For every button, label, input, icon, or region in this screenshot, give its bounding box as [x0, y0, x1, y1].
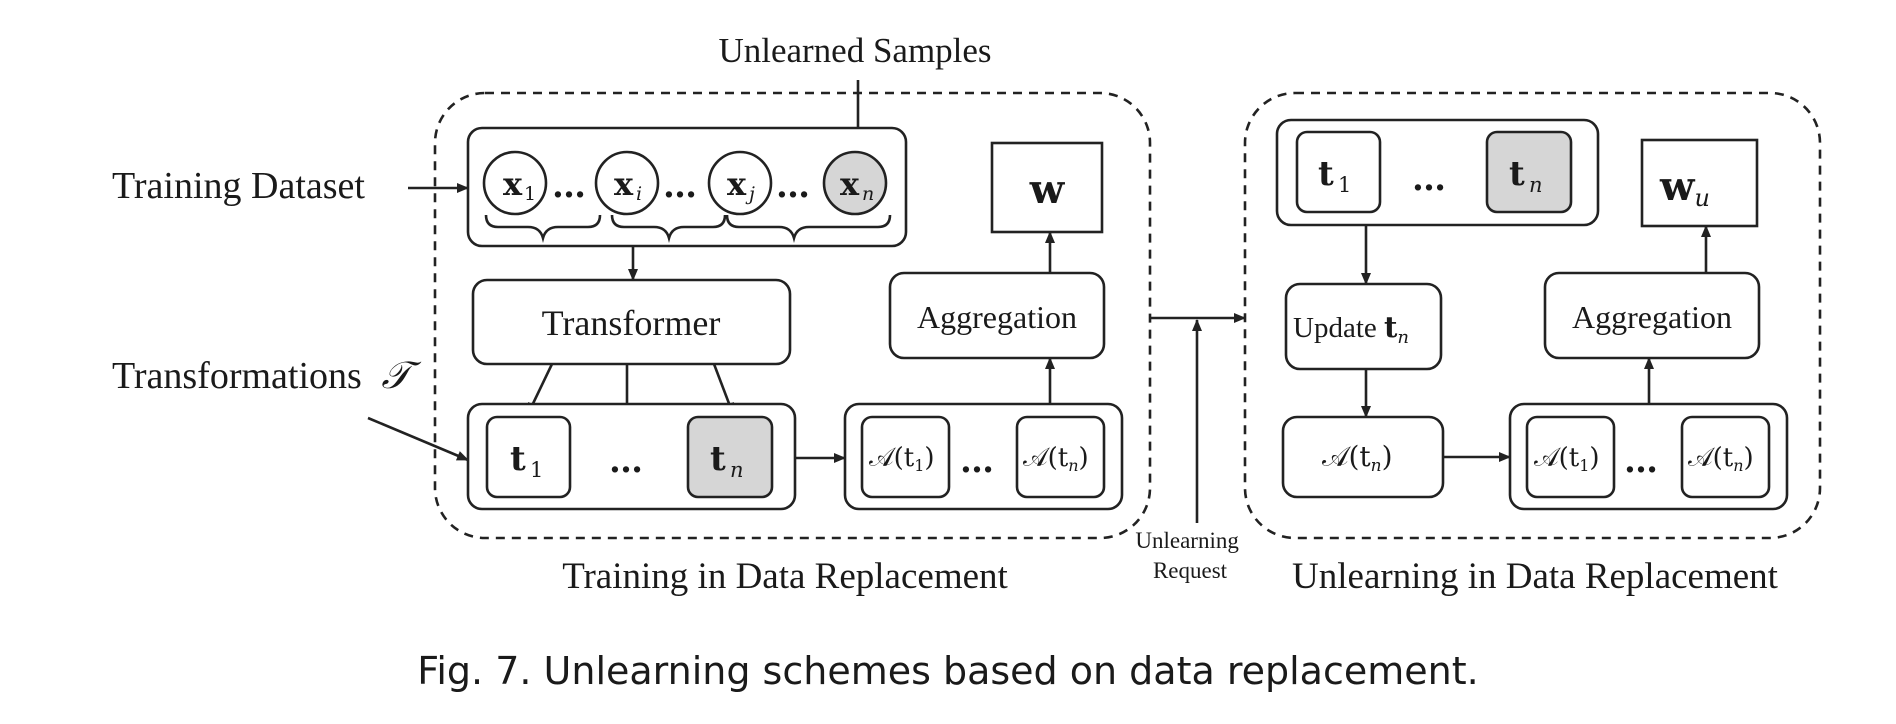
- training-algo-ellipsis: …: [960, 441, 994, 481]
- svg-text:𝒜(tn): 𝒜(tn): [1023, 443, 1089, 475]
- update-box: [1284, 282, 1443, 371]
- unlearning-transform-tn: t n: [1485, 130, 1573, 214]
- svg-text:n: n: [862, 183, 874, 205]
- brace-1: [484, 214, 602, 243]
- transformations-label: Transformations 𝒯: [112, 355, 421, 397]
- svg-text:t: t: [1509, 154, 1525, 194]
- unlearning-algo-t1: 𝒜(t1): [1525, 415, 1616, 499]
- training-algo-tn: 𝒜(tn): [1015, 415, 1106, 499]
- svg-text:𝒜(t1): 𝒜(t1): [1534, 443, 1600, 475]
- unlearning-algo-tn: 𝒜(tn): [1680, 415, 1771, 499]
- training-transform-tn: t n: [686, 415, 774, 499]
- unlearned-samples-label: Unlearned Samples: [718, 31, 991, 70]
- svg-text:x: x: [503, 165, 523, 203]
- sample-x1: x 1: [482, 150, 548, 216]
- unlearning-algo-ellipsis: …: [1624, 441, 1658, 481]
- model-w-box: [990, 141, 1104, 234]
- model-wu-box: [1640, 138, 1759, 228]
- transformer-box: [471, 278, 792, 366]
- svg-text:j: j: [745, 183, 755, 205]
- svg-text:1: 1: [524, 183, 536, 205]
- svg-text:t: t: [510, 439, 526, 479]
- brace-2: [610, 214, 727, 243]
- svg-text:x: x: [840, 165, 860, 203]
- svg-text:i: i: [636, 183, 642, 205]
- training-aggregation-label: Aggregation: [917, 299, 1077, 335]
- training-dataset-label: Training Dataset: [112, 165, 365, 207]
- svg-text:1: 1: [530, 458, 543, 482]
- training-region: [433, 91, 1152, 540]
- model-w-symbol: w: [1029, 166, 1066, 213]
- unlearning-request-label: Unlearning Request: [1135, 528, 1244, 583]
- sample-ellipsis-1: …: [552, 166, 586, 206]
- sample-xi: x i: [594, 150, 660, 216]
- dataset-box: [466, 126, 908, 248]
- training-title: Training in Data Replacement: [562, 556, 1008, 597]
- training-aggregation-box: [888, 271, 1106, 360]
- training-algo-t1: 𝒜(t1): [860, 415, 951, 499]
- transformations-arrow: [367, 416, 469, 462]
- update-label: Update tn: [1293, 310, 1409, 348]
- training-transform-t1: t 1: [485, 415, 572, 499]
- model-wu-symbol: wu: [1659, 163, 1710, 212]
- svg-text:𝒜(tn): 𝒜(tn): [1688, 443, 1754, 475]
- unlearning-aggregation-label: Aggregation: [1572, 299, 1732, 335]
- sample-xj: x j: [707, 150, 773, 216]
- svg-text:n: n: [1529, 173, 1543, 197]
- svg-text:x: x: [727, 165, 747, 203]
- figure-caption: Fig. 7. Unlearning schemes based on data…: [417, 649, 1478, 693]
- sample-ellipsis-3: …: [776, 166, 810, 206]
- svg-text:t: t: [1318, 154, 1334, 194]
- unlearning-title: Unlearning in Data Replacement: [1292, 556, 1779, 597]
- brace-3: [725, 214, 892, 243]
- transformations-symbol: 𝒯: [381, 355, 421, 397]
- sample-xn: x n: [822, 150, 888, 216]
- unlearning-aggregation-box: [1543, 271, 1761, 360]
- svg-text:x: x: [614, 165, 634, 203]
- unlearning-transforms-ellipsis: …: [1412, 159, 1446, 199]
- unlearning-transform-t1: t 1: [1295, 130, 1382, 214]
- sample-ellipsis-2: …: [663, 166, 697, 206]
- svg-text:𝒜(t1): 𝒜(t1): [869, 443, 935, 475]
- transformer-label: Transformer: [542, 303, 721, 343]
- svg-text:t: t: [710, 439, 726, 479]
- svg-text:1: 1: [1338, 173, 1351, 197]
- training-transforms-ellipsis: …: [609, 441, 643, 481]
- single-algo-label: 𝒜(tn): [1322, 440, 1393, 476]
- svg-text:n: n: [730, 458, 744, 482]
